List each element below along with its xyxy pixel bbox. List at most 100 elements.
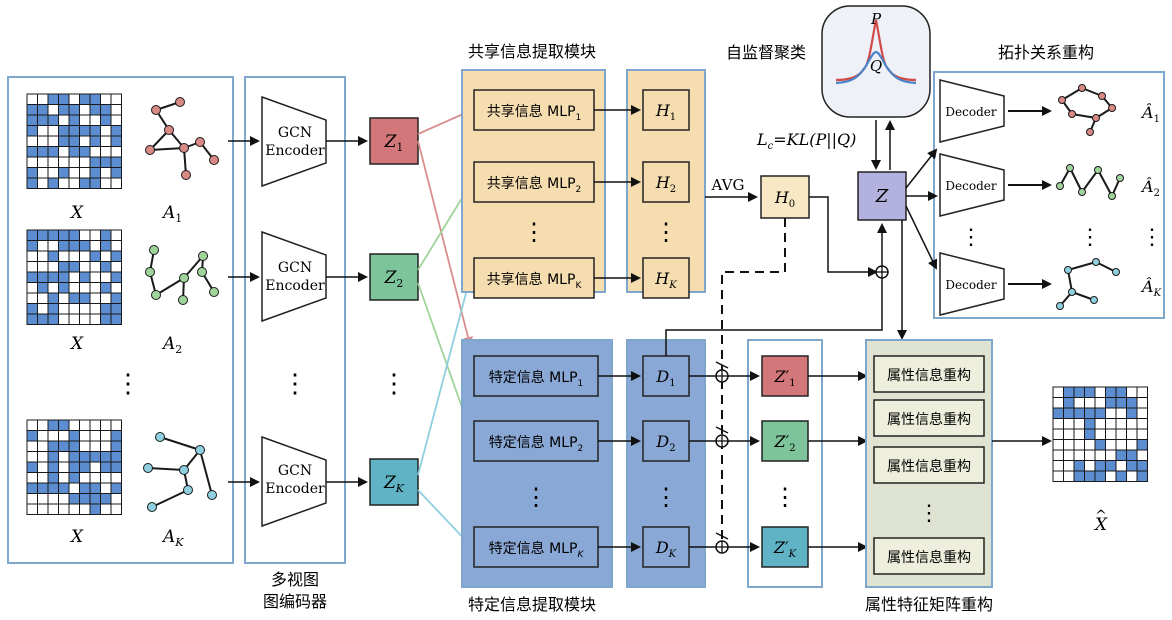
- svg-text:共享信息 MLP1: 共享信息 MLP1: [487, 103, 582, 123]
- z-fused-box: Z: [857, 171, 907, 221]
- encoder-caption-1: 多视图: [271, 570, 319, 589]
- graph-a2: [145, 245, 219, 305]
- reconstructed-graphs: [1056, 84, 1124, 310]
- a-label-2: A2: [161, 334, 182, 356]
- d1-box: D1: [642, 355, 690, 397]
- shared-module-title: 共享信息提取模块: [468, 42, 596, 61]
- dk-box: DK: [642, 526, 690, 568]
- feature-matrix-k: [26, 419, 122, 515]
- svg-text:ZK: ZK: [383, 473, 405, 495]
- attr-title: 属性特征矩阵重构: [865, 595, 993, 614]
- gate-3: [715, 532, 729, 554]
- svg-text:Z: Z: [875, 186, 889, 207]
- decoder-2: Decoder: [939, 153, 1005, 217]
- ahat-ellipsis: ⋮: [1141, 225, 1163, 250]
- encoder-caption-2: 图编码器: [263, 592, 327, 611]
- svg-text:Z2: Z2: [384, 268, 404, 290]
- specific-module-title: 特定信息提取模块: [468, 595, 596, 614]
- gcn-encoder-k: GCN Encoder: [261, 435, 327, 528]
- svg-text:DK: DK: [655, 538, 677, 560]
- svg-text:共享信息 MLP2: 共享信息 MLP2: [487, 175, 582, 195]
- reconstructed-feature-matrix: [1052, 386, 1148, 482]
- decoder-1: Decoder: [939, 79, 1005, 143]
- shared-ellipsis: ⋮: [522, 218, 546, 246]
- feature-matrix-1: [26, 93, 122, 189]
- svg-text:Decoder: Decoder: [945, 179, 996, 193]
- svg-text:D1: D1: [655, 367, 675, 389]
- zk-box: ZK: [369, 458, 419, 506]
- recon-graph-1: [1058, 84, 1116, 136]
- feature-matrices: [26, 93, 122, 515]
- svg-text:Decoder: Decoder: [945, 278, 996, 292]
- a-label-k: AK: [161, 527, 184, 549]
- specific-mlp-2: 特定信息 MLP2: [473, 420, 599, 462]
- x-label-k: X: [69, 527, 84, 547]
- attr-recon-3: 属性信息重构: [873, 446, 985, 484]
- graph-a1: [145, 97, 219, 180]
- svg-text:属性信息重构: 属性信息重构: [887, 367, 971, 384]
- svg-text:属性信息重构: 属性信息重构: [887, 411, 971, 428]
- h1-box: H1: [642, 89, 690, 131]
- loss-formula: Lc=KL(P||Q): [756, 130, 856, 152]
- svg-text:H2: H2: [655, 173, 676, 195]
- recon-graph-k: [1056, 258, 1120, 310]
- svg-text:Encoder: Encoder: [265, 481, 325, 497]
- svg-text:GCN: GCN: [278, 260, 312, 276]
- zprime-1: Z′1: [761, 355, 809, 397]
- zprime-ellipsis: ⋮: [773, 483, 797, 511]
- view-graphs: [143, 97, 219, 512]
- svg-text:特定信息 MLP1: 特定信息 MLP1: [489, 369, 584, 389]
- shared-mlp-k: 共享信息 MLPK: [473, 257, 595, 299]
- attr-recon-1: 属性信息重构: [873, 355, 985, 393]
- gcn-encoder-2: GCN Encoder: [261, 230, 327, 323]
- zprime-k: Z′K: [761, 526, 809, 568]
- svg-text:HK: HK: [654, 269, 677, 291]
- z1-box: Z1: [369, 117, 419, 165]
- attr-ellipsis: ⋮: [918, 501, 940, 526]
- svg-text:H1: H1: [655, 101, 676, 123]
- svg-text:P: P: [870, 10, 882, 28]
- x-label-1: X: [69, 203, 84, 223]
- specific-ellipsis: ⋮: [524, 483, 548, 511]
- a-label-1: A1: [161, 203, 182, 225]
- svg-text:GCN: GCN: [278, 125, 312, 141]
- gcn-encoder-1: GCN Encoder: [261, 95, 327, 188]
- encoder-ellipsis: ⋮: [282, 369, 308, 399]
- d2-box: D2: [642, 420, 690, 462]
- decoder-ellipsis: ⋮: [960, 225, 982, 250]
- hk-box: HK: [642, 257, 690, 299]
- svg-text:特定信息 MLPK: 特定信息 MLPK: [489, 540, 585, 560]
- d-ellipsis: ⋮: [654, 483, 678, 511]
- x-hat-label: X: [1093, 515, 1108, 535]
- specific-mlp-k: 特定信息 MLPK: [473, 526, 599, 568]
- svg-text:Decoder: Decoder: [945, 105, 996, 119]
- decoder-k: Decoder: [939, 252, 1005, 316]
- specific-mlp-1: 特定信息 MLP1: [473, 355, 599, 397]
- feature-matrix-2: [26, 229, 122, 325]
- output-matrix: [1052, 386, 1148, 482]
- shared-mlp-1: 共享信息 MLP1: [473, 89, 595, 131]
- h2-box: H2: [642, 161, 690, 203]
- h0-box: H0: [760, 175, 810, 219]
- svg-text:Encoder: Encoder: [265, 143, 325, 159]
- svg-text:Encoder: Encoder: [265, 278, 325, 294]
- svg-text:D2: D2: [655, 432, 675, 454]
- clustering-icon: P Q: [821, 5, 931, 118]
- input-ellipsis: ⋮: [115, 369, 141, 399]
- x-hat-caret: ^: [1095, 508, 1107, 524]
- svg-text:共享信息 MLPK: 共享信息 MLPK: [487, 271, 583, 291]
- graph-ak: [143, 432, 217, 512]
- gate-2: [715, 426, 729, 448]
- merge-node: [875, 265, 889, 279]
- graph-ellipsis: ⋮: [1079, 225, 1101, 250]
- svg-text:属性信息重构: 属性信息重构: [887, 458, 971, 475]
- selfsup-title: 自监督聚类: [726, 43, 806, 62]
- attr-recon-2: 属性信息重构: [873, 399, 985, 437]
- svg-text:属性信息重构: 属性信息重构: [887, 549, 971, 566]
- attr-recon-4: 属性信息重构: [873, 537, 985, 575]
- svg-text:Q: Q: [870, 57, 882, 75]
- gate-1: [715, 361, 729, 383]
- svg-text:H0: H0: [774, 188, 795, 210]
